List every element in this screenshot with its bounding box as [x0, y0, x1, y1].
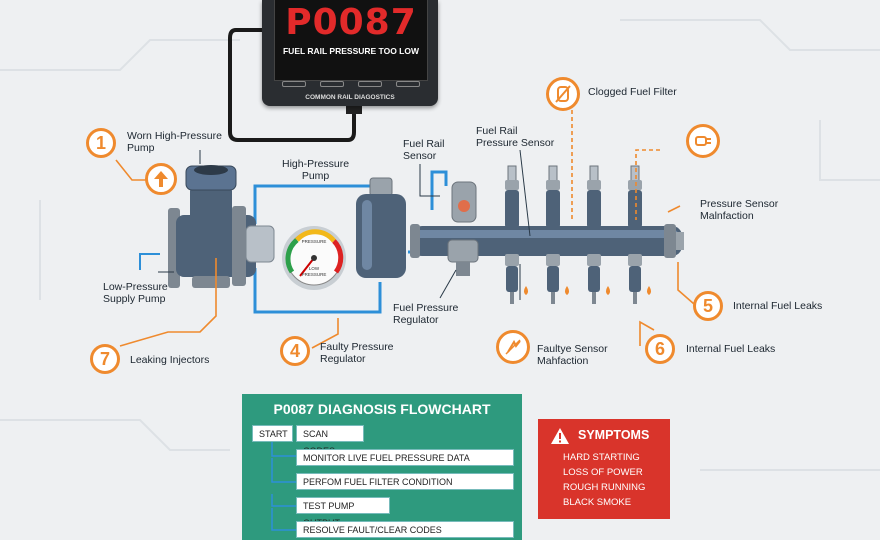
leader-cause-1	[115, 159, 146, 181]
scanner-key-3[interactable]	[358, 81, 382, 87]
label-fuel-rail-pressure-sensor: Fuel Rail Pressure Sensor	[476, 125, 555, 149]
scanner-screen: P0087 FUEL RAIL PRESSURE TOO LOW	[274, 0, 428, 81]
symptom-item: BLACK SMOKE	[563, 497, 632, 508]
cause-number-6: 6	[645, 334, 675, 364]
flowchart-step-4: TEST PUMP OUTPUT	[296, 497, 390, 528]
leader-cause-4	[311, 318, 339, 349]
symptoms-title: SYMPTOMS	[578, 428, 650, 442]
leader-cause-6	[639, 320, 655, 346]
cause-number-7: 7	[90, 344, 120, 374]
scanner-cable	[228, 28, 356, 142]
leak-drop-icon	[565, 286, 569, 295]
injectors	[505, 165, 651, 304]
symptoms-panel: SYMPTOMS HARD STARTING LOSS OF POWER ROU…	[538, 419, 670, 519]
fuel-filter	[356, 177, 406, 278]
flowchart-start: START	[252, 425, 293, 442]
label-pressure-sensor-malfunction: Pressure Sensor Malnfaction	[700, 198, 779, 222]
gauge-text-bottom: PRESSURE	[301, 272, 327, 277]
leader-cause-5	[677, 262, 695, 305]
scanner-footer: COMMON RAIL DIAGOSTICS	[305, 94, 395, 101]
label-low-pressure-supply-pump: Low-Pressure Supply Pump	[103, 281, 168, 305]
cause-label-6: Internal Fuel Leaks	[686, 343, 776, 355]
leak-drop-icon	[647, 286, 651, 295]
label-clogged-fuel-filter: Clogged Fuel Filter	[588, 86, 677, 98]
cause-label-7: Leaking Injectors	[130, 354, 210, 366]
cause-number-5: 5	[693, 291, 723, 321]
injector	[546, 165, 560, 304]
symptom-item: ROUGH RUNNING	[563, 482, 646, 493]
cause-number-4: 4	[280, 336, 310, 366]
cause-number-1: 1	[86, 128, 116, 158]
arrow-malfunction-top	[635, 149, 660, 220]
flowchart-title: P0087 DIAGNOSIS FLOWCHART	[273, 401, 491, 417]
sensor-plug-icon	[686, 124, 720, 158]
injector	[505, 165, 519, 304]
cause-label-4: Faulty Pressure Regulator	[320, 341, 394, 365]
label-faultye-sensor: Faultye Sensor Mahfaction	[537, 343, 608, 367]
injector	[587, 165, 601, 304]
flowchart-step-5: RESOLVE FAULT/CLEAR CODES	[296, 521, 514, 538]
gauge-text-top: PRESSURE	[301, 239, 327, 244]
warning-icon	[551, 428, 569, 444]
leader-rail-sensor	[419, 164, 440, 197]
flowchart-connectors	[271, 442, 298, 531]
label-fuel-pressure-regulator: Fuel Pressure Regulator	[393, 302, 459, 326]
pressure-regulator-unit	[447, 181, 479, 276]
leader-rail-pressure-sensor	[519, 149, 531, 237]
label-high-pressure-pump: High-Pressure Pump	[282, 158, 350, 182]
leak-drop-icon	[606, 286, 610, 295]
pressure-gauge	[282, 226, 346, 290]
label-fuel-rail-sensor: Fuel Rail Sensor	[403, 138, 445, 162]
diagnosis-flowchart: P0087 DIAGNOSIS FLOWCHART START SCAN COD…	[242, 394, 522, 540]
symptom-item: LOSS OF POWER	[563, 467, 643, 478]
leak-drop-icon	[524, 286, 528, 295]
leader-regulator	[439, 269, 457, 299]
gauge-text-low: LOW	[308, 266, 320, 271]
flowchart-step-2: MONITOR LIVE FUEL PRESSURE DATA	[296, 449, 514, 466]
symptom-item: HARD STARTING	[563, 452, 640, 463]
scanner-key-4[interactable]	[396, 81, 420, 87]
leader-cause-7	[119, 258, 217, 347]
fuel-line-sensor	[430, 170, 448, 210]
scanner-message: FUEL RAIL PRESSURE TOO LOW	[282, 46, 419, 56]
injector	[628, 165, 642, 304]
fuel-rail	[410, 224, 684, 258]
flowchart-step-1: SCAN CODES	[296, 425, 364, 456]
broken-sensor-icon	[496, 330, 530, 364]
fuel-filter-icon	[546, 77, 580, 111]
cause-label-5: Internal Fuel Leaks	[733, 300, 823, 312]
scanner-key-2[interactable]	[320, 81, 344, 87]
scanner-key-1[interactable]	[282, 81, 306, 87]
flowchart-step-3: PERFOM FUEL FILTER CONDITION	[296, 473, 514, 490]
obd-scanner: P0087 FUEL RAIL PRESSURE TOO LOW COMMON …	[262, 0, 438, 106]
fuel-line-return	[253, 268, 382, 314]
scanner-error-code: P0087	[285, 2, 417, 43]
up-arrow-icon	[145, 163, 177, 195]
low-pressure-pump	[168, 165, 275, 288]
cause-label-1: Worn High-Pressure Pump	[127, 130, 222, 154]
